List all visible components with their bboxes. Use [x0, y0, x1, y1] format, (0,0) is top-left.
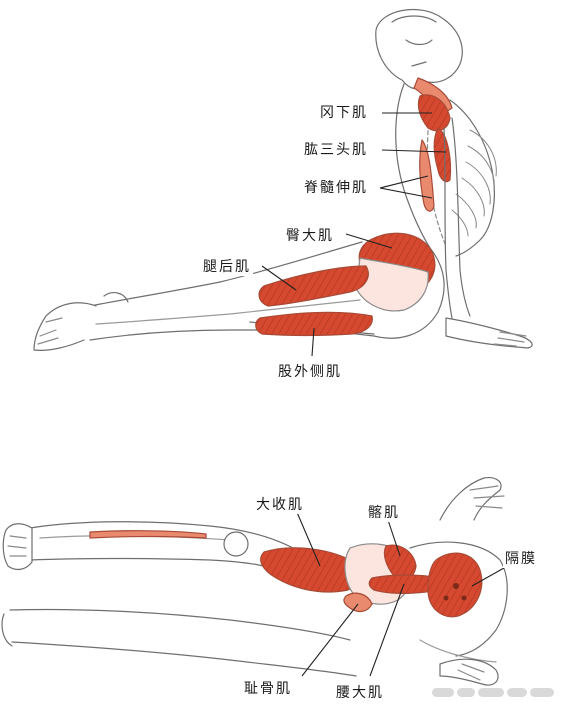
lower-hand-outline	[439, 658, 499, 686]
leader-hamstrings	[261, 265, 297, 291]
leader-erector-2	[379, 187, 433, 199]
calf-muscle	[89, 530, 207, 539]
label-psoas-major: 腰大肌	[334, 682, 386, 702]
upper-hand-outline	[439, 477, 505, 521]
label-vastus-lateralis: 股外侧肌	[276, 361, 344, 381]
bottom-figure	[1, 477, 508, 686]
leader-vastus	[311, 327, 315, 357]
leader-iliacus	[387, 519, 401, 557]
leader-erector-1	[379, 175, 429, 189]
label-pectineus: 耻骨肌	[242, 678, 294, 698]
leader-gluteus	[345, 233, 393, 249]
leader-pectineus	[301, 603, 359, 677]
head-outline	[375, 8, 463, 90]
label-adductor-magnus: 大收肌	[254, 494, 306, 514]
rib-cage	[451, 129, 497, 237]
pelvis	[355, 257, 429, 312]
label-hamstrings: 腿后肌	[201, 256, 253, 276]
vastus-lateralis-muscle	[255, 311, 373, 337]
watermark	[432, 681, 557, 703]
pectineus-muscle	[343, 592, 373, 613]
lying-leg-outline	[1, 608, 357, 677]
leader-adductor	[295, 509, 321, 567]
leader-lines	[261, 112, 505, 677]
erector-spinae-muscle	[419, 139, 435, 212]
label-infraspinatus: 冈下肌	[318, 102, 370, 122]
leader-psoas	[369, 583, 405, 677]
label-diaphragm: 隔膜	[503, 548, 539, 568]
label-iliacus: 髂肌	[366, 502, 402, 522]
adductor-magnus-muscle	[260, 547, 360, 593]
leader-diaphragm	[471, 567, 505, 587]
torso-outline-bottom	[409, 541, 508, 657]
arm-outline	[443, 117, 533, 349]
top-figure	[33, 8, 533, 351]
leader-triceps	[381, 149, 447, 153]
label-triceps: 肱三头肌	[302, 139, 370, 159]
infraspinatus-muscle	[417, 94, 451, 132]
label-erector-spinae: 脊髓伸肌	[302, 177, 370, 197]
foot-outline	[33, 292, 129, 351]
psoas-major-muscle	[368, 574, 441, 594]
knee	[223, 531, 249, 557]
hamstrings-muscle	[258, 265, 369, 307]
triceps-muscle	[433, 127, 452, 183]
raised-leg-outline	[2, 521, 301, 575]
label-gluteus-maximus: 臀大肌	[284, 225, 336, 245]
